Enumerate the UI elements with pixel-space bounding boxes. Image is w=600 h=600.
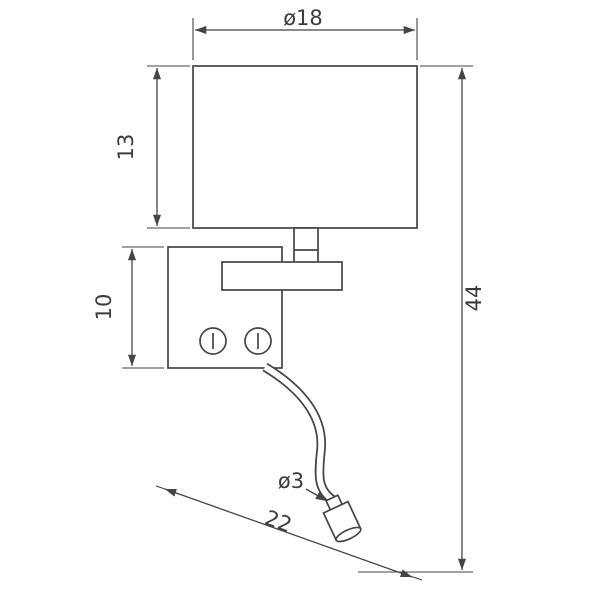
wall-lamp-object <box>167 65 418 543</box>
dim-shade-height: 13 <box>114 65 190 229</box>
lampshade <box>192 65 418 229</box>
gooseneck-tube-inner <box>263 364 335 503</box>
dimension-line <box>164 488 413 578</box>
stem-body <box>293 227 319 265</box>
dim-label-depth: 22 <box>262 506 295 538</box>
power-switch-right <box>244 327 272 355</box>
shade-stem <box>293 227 319 265</box>
support-arm <box>221 261 343 291</box>
dim-shade-diameter: ø18 <box>192 6 418 60</box>
power-switch-left <box>199 327 227 355</box>
extension-line <box>403 573 423 581</box>
dim-label-shade-height: 13 <box>114 134 138 161</box>
dim-bracket-height: 10 <box>92 246 164 369</box>
dim-label-bracket-height: 10 <box>92 294 116 321</box>
extension-line <box>155 485 175 493</box>
dim-label-reader-diameter: ø3 <box>278 469 304 493</box>
dim-label-shade-diameter: ø18 <box>283 6 323 30</box>
dim-label-overall-height: 44 <box>462 285 486 312</box>
dim-depth: 22 <box>155 485 423 581</box>
